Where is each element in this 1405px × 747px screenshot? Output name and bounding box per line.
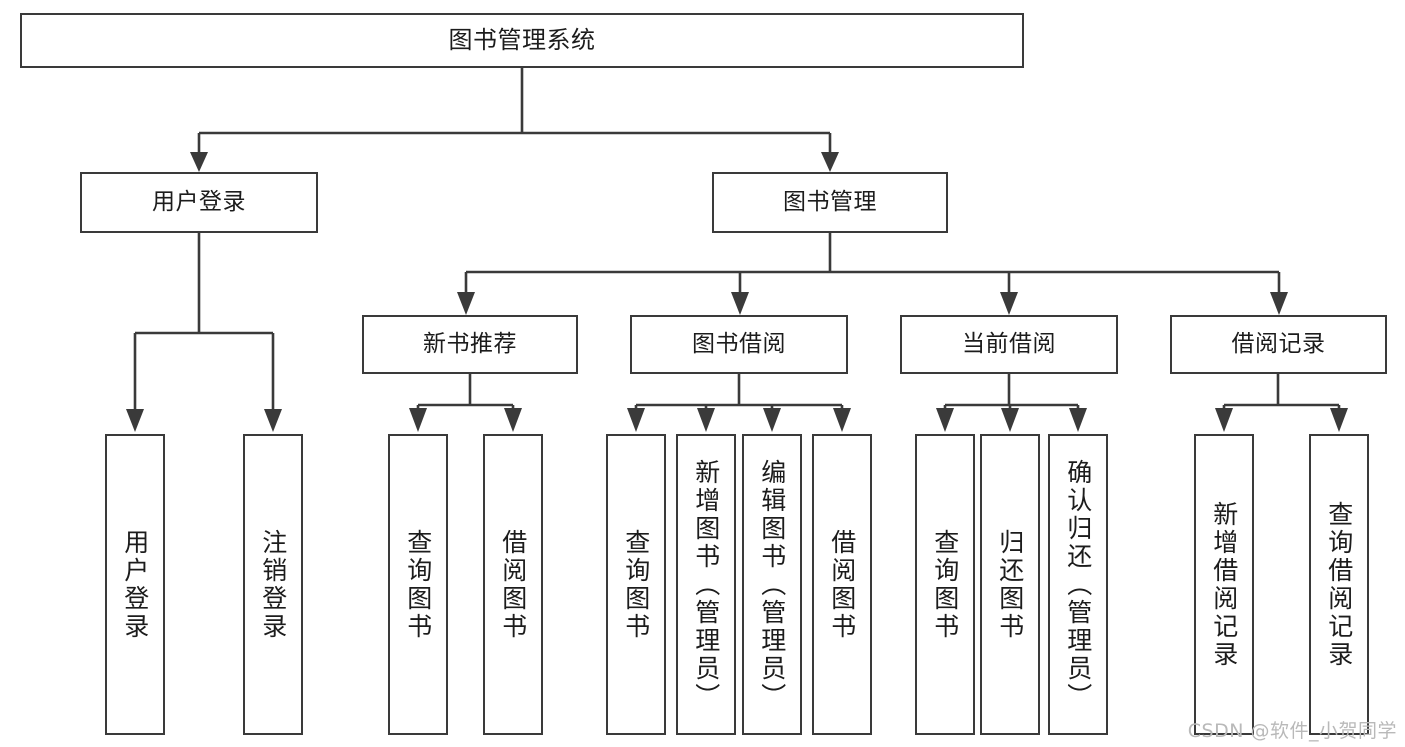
leaf-logout-label: 注销登录 <box>258 528 288 641</box>
leaf-query-record-label: 查询借阅记录 <box>1324 500 1354 669</box>
arrow-bm-to-recommend <box>457 292 475 315</box>
leaf-confirm-return[interactable]: 确认归还（管理员） <box>1048 434 1108 735</box>
arrow-current-l1 <box>936 408 954 432</box>
leaf-query-book-1[interactable]: 查询图书 <box>388 434 448 735</box>
arrow-bm-to-record <box>1270 292 1288 315</box>
node-borrow-record-label: 借阅记录 <box>1231 330 1326 357</box>
node-new-book-recommend-label: 新书推荐 <box>423 330 517 357</box>
leaf-query-book-3-label: 查询图书 <box>930 528 960 641</box>
arrow-borrow-l3 <box>763 408 781 432</box>
node-borrow-record[interactable]: 借阅记录 <box>1170 315 1387 374</box>
arrow-current-l2 <box>1001 408 1019 432</box>
leaf-query-book-1-label: 查询图书 <box>403 528 433 641</box>
leaf-query-book-2-label: 查询图书 <box>621 528 651 641</box>
leaf-borrow-book-2-label: 借阅图书 <box>827 528 857 641</box>
arrow-record-l1 <box>1215 408 1233 432</box>
arrow-bm-to-current <box>1000 292 1018 315</box>
leaf-add-record[interactable]: 新增借阅记录 <box>1194 434 1254 735</box>
node-book-manage[interactable]: 图书管理 <box>712 172 948 233</box>
leaf-query-book-3[interactable]: 查询图书 <box>915 434 975 735</box>
leaf-query-book-2[interactable]: 查询图书 <box>606 434 666 735</box>
arrow-userlogin-l1 <box>126 409 144 432</box>
node-book-borrow[interactable]: 图书借阅 <box>630 315 848 374</box>
leaf-edit-book-label: 编辑图书（管理员） <box>757 458 787 711</box>
leaf-add-book-label: 新增图书（管理员） <box>691 458 721 711</box>
arrow-current-l3 <box>1069 408 1087 432</box>
arrow-userlogin-l2 <box>264 409 282 432</box>
node-current-borrow[interactable]: 当前借阅 <box>900 315 1118 374</box>
leaf-return-book-label: 归还图书 <box>995 528 1025 641</box>
leaf-borrow-book-1[interactable]: 借阅图书 <box>483 434 543 735</box>
arrow-bm-to-borrow <box>731 292 749 315</box>
node-book-manage-label: 图书管理 <box>783 188 877 215</box>
arrow-root-to-user-login <box>190 152 208 172</box>
arrow-record-l2 <box>1330 408 1348 432</box>
leaf-query-record[interactable]: 查询借阅记录 <box>1309 434 1369 735</box>
node-user-login-label: 用户登录 <box>152 188 246 215</box>
csdn-watermark: CSDN @软件_小贺同学 <box>1187 720 1397 742</box>
leaf-user-login-label: 用户登录 <box>120 528 150 641</box>
leaf-user-login[interactable]: 用户登录 <box>105 434 165 735</box>
leaf-borrow-book-2[interactable]: 借阅图书 <box>812 434 872 735</box>
arrow-borrow-l4 <box>833 408 851 432</box>
leaf-add-book[interactable]: 新增图书（管理员） <box>676 434 736 735</box>
arrow-recommend-l1 <box>409 408 427 432</box>
node-root-system[interactable]: 图书管理系统 <box>20 13 1024 68</box>
node-root-system-label: 图书管理系统 <box>448 26 596 55</box>
node-user-login[interactable]: 用户登录 <box>80 172 318 233</box>
node-new-book-recommend[interactable]: 新书推荐 <box>362 315 578 374</box>
leaf-edit-book[interactable]: 编辑图书（管理员） <box>742 434 802 735</box>
arrow-recommend-l2 <box>504 408 522 432</box>
node-current-borrow-label: 当前借阅 <box>962 330 1056 357</box>
arrow-borrow-l1 <box>627 408 645 432</box>
leaf-add-record-label: 新增借阅记录 <box>1209 500 1239 669</box>
arrow-root-to-book-manage <box>821 152 839 172</box>
leaf-confirm-return-label: 确认归还（管理员） <box>1063 458 1093 711</box>
leaf-borrow-book-1-label: 借阅图书 <box>498 528 528 641</box>
leaf-logout[interactable]: 注销登录 <box>243 434 303 735</box>
node-book-borrow-label: 图书借阅 <box>692 330 786 357</box>
arrow-borrow-l2 <box>697 408 715 432</box>
leaf-return-book[interactable]: 归还图书 <box>980 434 1040 735</box>
